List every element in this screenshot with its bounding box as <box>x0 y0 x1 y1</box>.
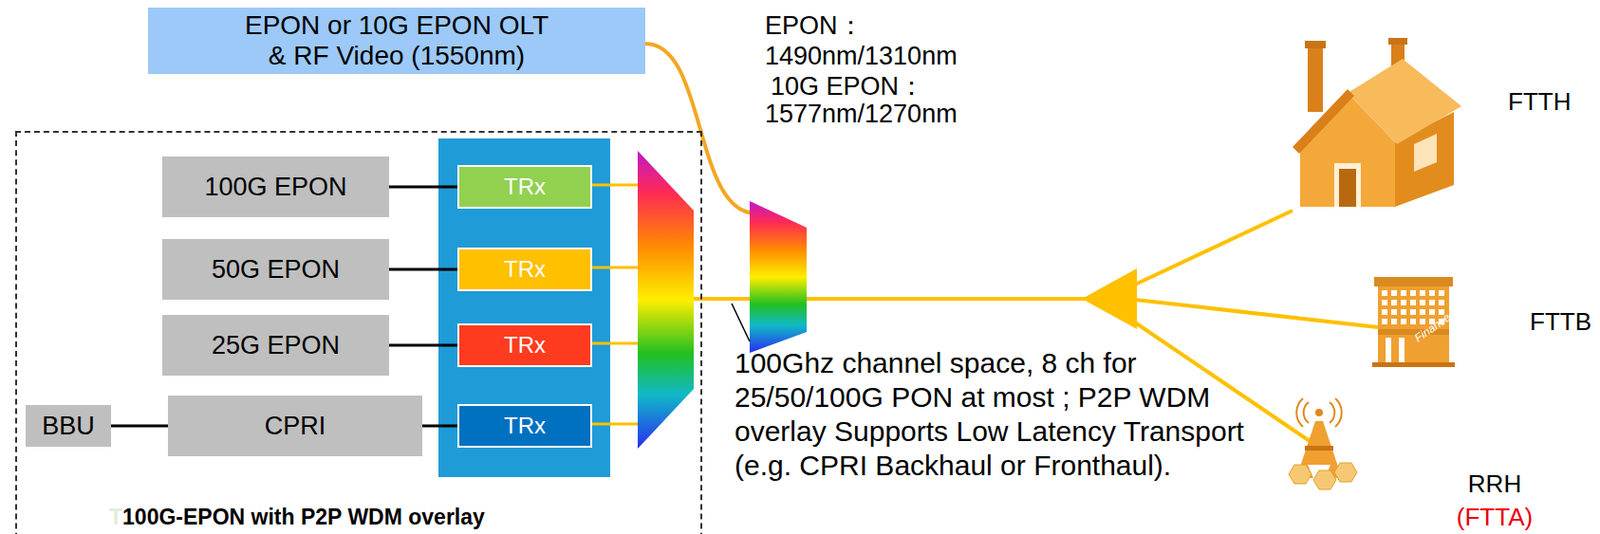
transceiver-panel <box>438 138 611 478</box>
window <box>1438 290 1445 297</box>
endpoint-node: FTTB <box>1372 273 1586 369</box>
window <box>1400 318 1407 325</box>
leader-line <box>731 303 750 342</box>
note-text: 100Ghz channel space, 8 ch for 25/50/100… <box>734 346 1271 484</box>
window <box>1429 290 1435 297</box>
box-label: 25G EPON <box>211 331 340 361</box>
window <box>1391 318 1397 325</box>
box-label: TRx <box>503 256 546 283</box>
building-icon <box>1372 277 1455 368</box>
window <box>1391 309 1397 316</box>
system-region: T100G-EPON with P2P WDM overlay 100G EPON… <box>15 130 703 534</box>
endpoint-node: FTTH <box>1281 37 1582 214</box>
note-text: 1577nm/1270nm <box>764 99 958 130</box>
window <box>1400 299 1407 306</box>
window <box>1391 299 1397 306</box>
trunk-fiber <box>806 297 1086 301</box>
port-box: BBU <box>25 405 112 447</box>
connector <box>389 344 458 348</box>
sign-text: Finance <box>1412 311 1453 346</box>
region-title: T100G-EPON with P2P WDM overlay <box>109 504 485 531</box>
window <box>1400 309 1407 316</box>
window <box>1410 309 1416 316</box>
window <box>1419 309 1426 316</box>
transceiver-box: TRx <box>457 323 593 368</box>
window <box>1429 299 1435 306</box>
fiber <box>693 297 752 301</box>
box-label: TRx <box>503 332 546 359</box>
house-icon <box>1292 37 1462 207</box>
port-box: 50G EPON <box>162 239 390 300</box>
note-text: 1490nm/1310nm <box>764 41 958 72</box>
note-text: 10G EPON： <box>770 69 925 104</box>
wdm-mux <box>637 150 694 449</box>
box-label: CPRI <box>264 411 327 442</box>
window <box>1381 309 1388 316</box>
olt-box: EPON or 10G EPON OLT & RF Video (1550nm) <box>148 7 646 75</box>
transceiver-box: TRx <box>457 165 593 209</box>
box-label: 100G EPON <box>204 172 347 203</box>
port-box: 100G EPON <box>162 156 390 218</box>
splitter <box>1081 268 1137 330</box>
window <box>1391 290 1397 297</box>
box-label: TRx <box>503 412 546 440</box>
port-box: 25G EPON <box>162 315 390 376</box>
wdm-combiner <box>749 201 807 354</box>
window <box>1410 299 1416 306</box>
box-label: EPON or 10G EPON OLT & RF Video (1550nm) <box>241 10 554 72</box>
box-label: BBU <box>41 411 95 442</box>
node-label: (FTTA) <box>1437 502 1552 533</box>
window <box>1381 299 1388 306</box>
box-label: 50G EPON <box>211 255 340 285</box>
window <box>1438 299 1445 306</box>
endpoint-node: RRH(FTTA) <box>1281 403 1582 532</box>
node-label: RRH <box>1437 469 1552 500</box>
tower-icon <box>1288 398 1358 490</box>
fiber-stubs <box>590 185 639 425</box>
window <box>1400 290 1407 297</box>
note-text: EPON： <box>764 8 864 43</box>
node-label: FTTH <box>1507 87 1571 117</box>
transceiver-box: TRx <box>457 247 593 292</box>
window <box>1419 318 1426 325</box>
connector <box>422 425 458 428</box>
window <box>1381 318 1388 325</box>
transceiver-box: TRx <box>457 404 593 448</box>
window <box>1381 290 1388 297</box>
connector <box>389 268 458 272</box>
window <box>1410 290 1416 297</box>
box-label: TRx <box>503 173 546 201</box>
node-label: FTTB <box>1529 307 1592 337</box>
port-box: CPRI <box>167 395 423 457</box>
window <box>1429 309 1435 316</box>
connector <box>111 425 168 428</box>
window <box>1419 299 1426 306</box>
window <box>1410 318 1416 325</box>
connector <box>389 186 458 189</box>
window <box>1419 290 1426 297</box>
